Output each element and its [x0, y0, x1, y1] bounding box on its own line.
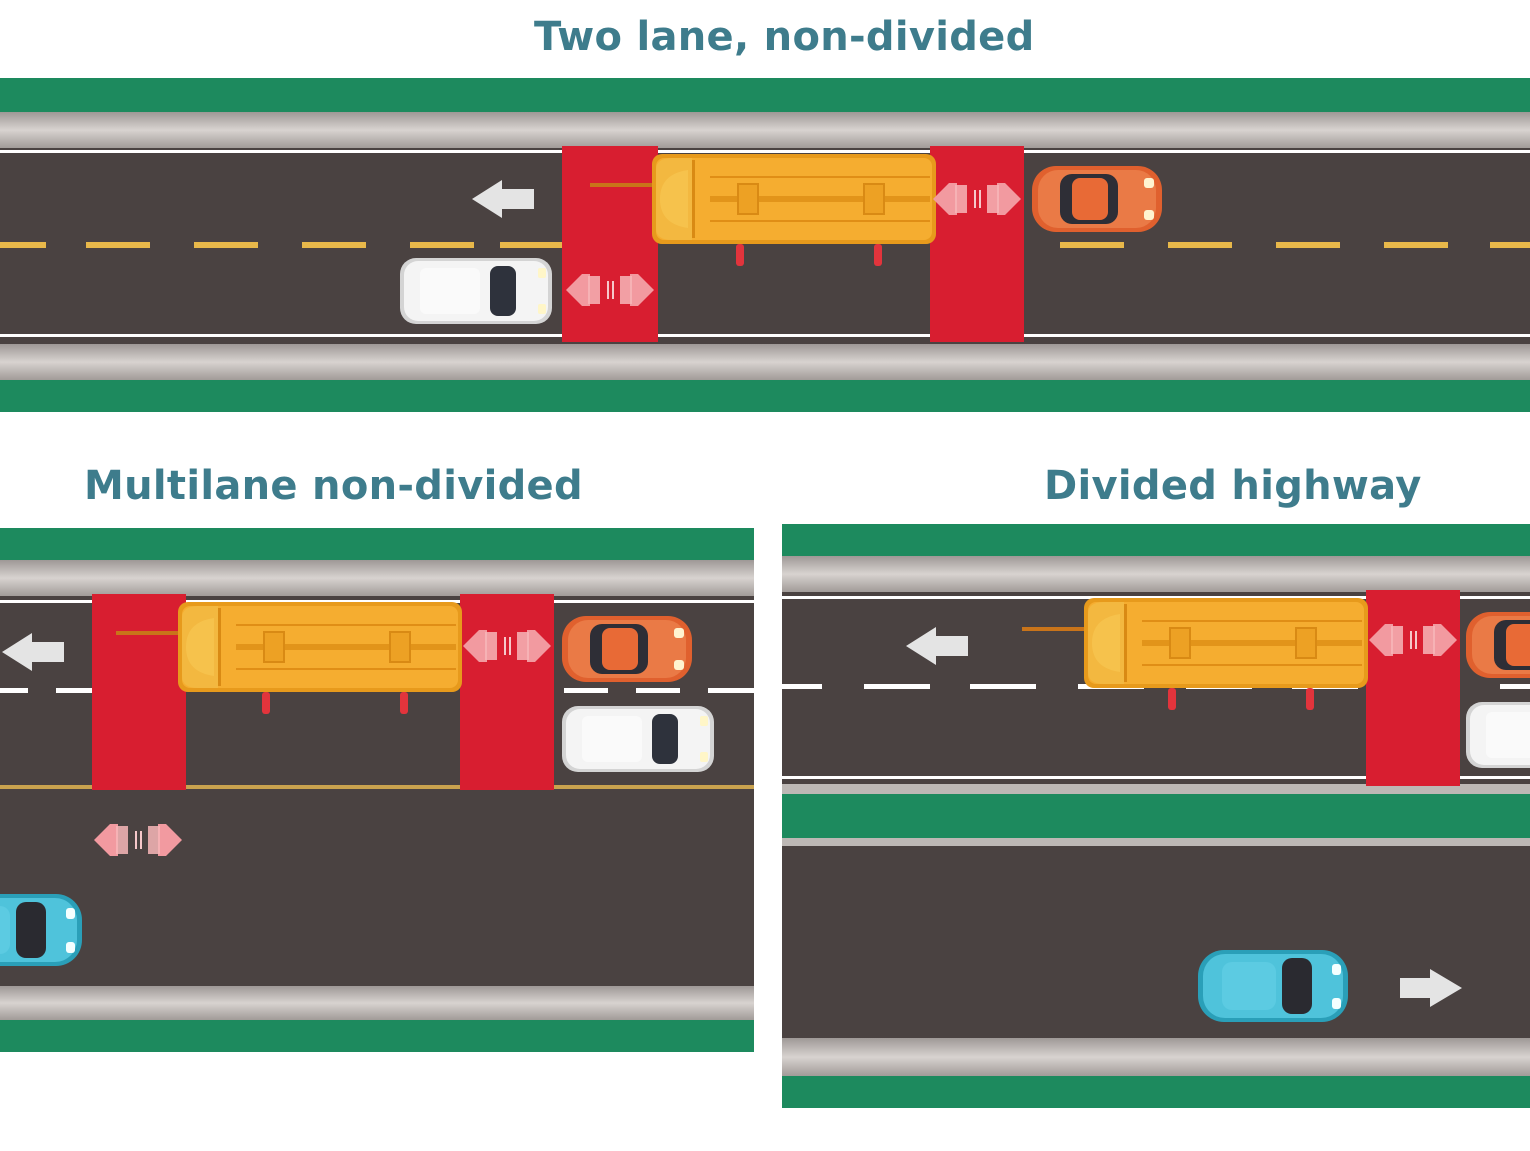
median-shoulder: [782, 838, 1530, 846]
shoulder-bottom: [782, 1038, 1530, 1076]
grass-top: [782, 524, 1530, 556]
grass-top: [0, 528, 754, 560]
stop-zone-rear: [460, 594, 554, 790]
panel-two-lane: [0, 78, 1530, 412]
edge-line-bottom: [0, 334, 1530, 337]
shoulder-top: [0, 112, 1530, 148]
grass-bottom: [0, 380, 1530, 412]
title-multilane: Multilane non-divided: [84, 463, 583, 509]
center-line-yellow: [0, 242, 1530, 248]
car-icon: [0, 894, 82, 966]
stop-zone-front: [562, 146, 658, 342]
car-icon: [1032, 166, 1162, 232]
car-icon: [1466, 612, 1530, 678]
grass-bottom: [782, 1076, 1530, 1108]
edge-line-bottom: [782, 776, 1530, 779]
car-icon: [562, 706, 714, 772]
median-grass: [782, 794, 1530, 838]
median-shoulder: [782, 784, 1530, 794]
lane-line-white: [0, 688, 754, 693]
panel-divided: [782, 524, 1530, 1108]
road-surface-lower: [782, 846, 1530, 1038]
grass-top: [0, 78, 1530, 112]
shoulder-bottom: [0, 986, 754, 1020]
shoulder-top: [0, 560, 754, 596]
shoulder-top: [782, 556, 1530, 592]
center-line-yellow: [0, 785, 754, 789]
shoulder-bottom: [0, 344, 1530, 380]
title-divided: Divided highway: [1044, 463, 1422, 509]
car-icon: [1198, 950, 1348, 1022]
stop-zone-front: [92, 594, 186, 790]
edge-line-top: [782, 596, 1530, 599]
car-icon: [400, 258, 552, 324]
edge-line-top: [0, 600, 754, 603]
car-icon: [1466, 702, 1530, 768]
stop-zone-rear: [1366, 590, 1460, 786]
panel-multilane: [0, 528, 754, 1052]
stop-zone-rear: [930, 146, 1024, 342]
title-two-lane: Two lane, non-divided: [534, 14, 1035, 60]
car-icon: [562, 616, 692, 682]
grass-bottom: [0, 1020, 754, 1052]
edge-line-top: [0, 150, 1530, 153]
